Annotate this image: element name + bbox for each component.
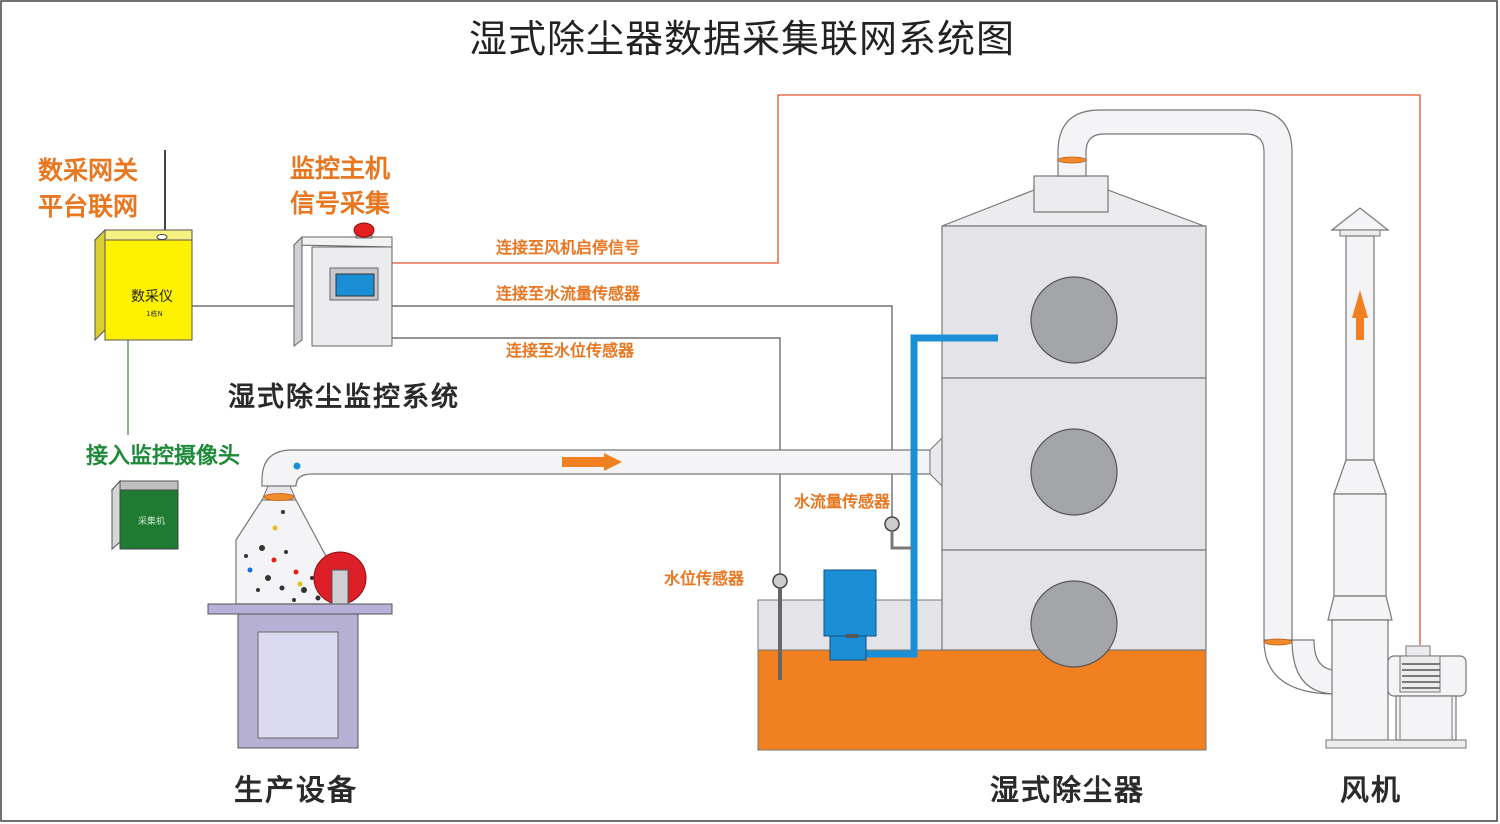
production-equipment bbox=[207, 485, 393, 749]
gateway-device-sub: 1栋N bbox=[146, 310, 163, 318]
fan-signal-line bbox=[392, 94, 1421, 645]
host-screen-icon bbox=[335, 273, 375, 297]
camera-device-text: 采集机 bbox=[138, 517, 166, 527]
gateway-device-name: 数采仪 bbox=[131, 289, 173, 305]
camera-label: 接入监控摄像头 bbox=[86, 444, 241, 469]
page-title: 湿式除尘器数据采集联网系统图 bbox=[468, 17, 1015, 61]
flow-sensor-line bbox=[392, 305, 893, 518]
inlet-duct bbox=[261, 436, 943, 488]
airflow-arrow-icon bbox=[562, 453, 622, 471]
level-sensor-device bbox=[772, 573, 788, 680]
tower-window-middle bbox=[1030, 428, 1118, 516]
level-sensor-label: 水位传感器 bbox=[664, 569, 745, 588]
gateway-label-line1: 数采网关 bbox=[38, 156, 139, 185]
level-sensor-connection-label: 连接至水位传感器 bbox=[506, 341, 635, 360]
fan-signal-label: 连接至风机启停信号 bbox=[496, 238, 641, 257]
level-sensor-line bbox=[392, 337, 781, 575]
fan-label: 风机 bbox=[1340, 773, 1403, 807]
camera-collector-device bbox=[110, 479, 179, 551]
flow-sensor-label: 水流量传感器 bbox=[794, 492, 891, 511]
level-sensor-icon bbox=[772, 573, 788, 589]
gateway-label-line2: 平台联网 bbox=[38, 192, 139, 221]
production-equipment-label: 生产设备 bbox=[234, 773, 359, 807]
exhaust-fan bbox=[1325, 207, 1467, 749]
host-label-line1: 监控主机 bbox=[290, 154, 391, 183]
scrubber-tower bbox=[941, 175, 1207, 668]
monitor-system-label: 湿式除尘监控系统 bbox=[228, 382, 460, 413]
flow-sensor-connection-label: 连接至水流量传感器 bbox=[496, 284, 641, 303]
circulation-pipe bbox=[823, 334, 998, 661]
tower-window-top bbox=[1030, 276, 1118, 364]
water-pump-icon bbox=[823, 569, 877, 637]
dust-particles bbox=[244, 510, 321, 602]
up-arrow-icon bbox=[1352, 290, 1368, 318]
host-label-line2: 信号采集 bbox=[290, 189, 391, 218]
data-gateway-device bbox=[93, 150, 193, 342]
alarm-light-icon bbox=[353, 222, 375, 238]
tower-window-bottom bbox=[1030, 580, 1118, 668]
flow-sensor-icon bbox=[884, 516, 900, 532]
gateway-front bbox=[104, 239, 193, 341]
scrubber-label: 湿式除尘器 bbox=[990, 773, 1146, 807]
flow-sensor-device bbox=[884, 516, 912, 550]
signal-lines bbox=[127, 94, 1421, 645]
monitor-host-device bbox=[292, 222, 393, 347]
